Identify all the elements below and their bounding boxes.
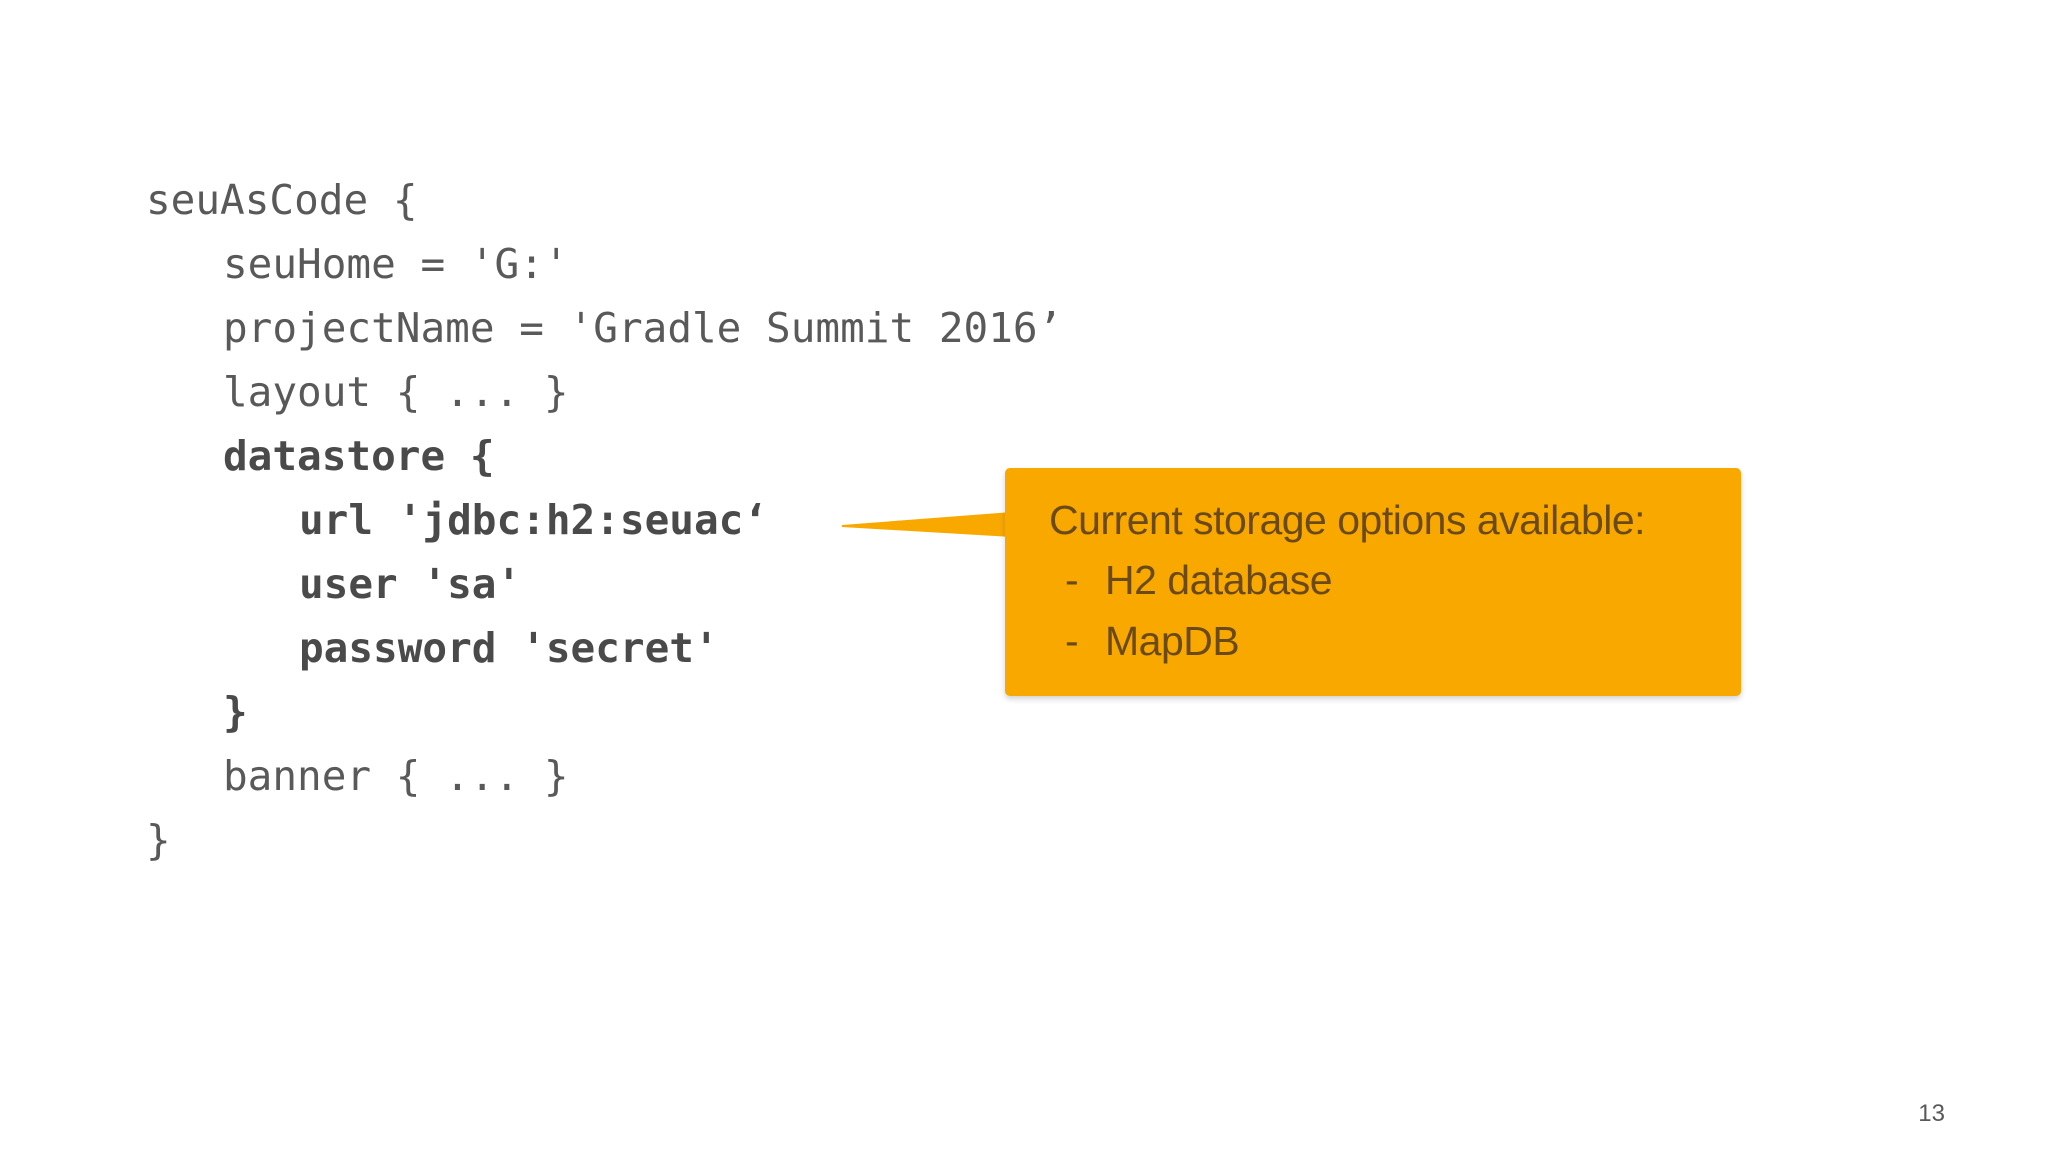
code-line-highlighted: url 'jdbc:h2:seuac‘ (299, 496, 768, 544)
list-item-label: H2 database (1105, 557, 1333, 603)
list-item-label: MapDB (1105, 618, 1240, 664)
page-number: 13 (1918, 1100, 1945, 1127)
callout-pointer (842, 512, 1012, 537)
code-line-highlighted: user 'sa' (299, 560, 522, 608)
code-line: banner { ... } (223, 752, 569, 800)
code-line: projectName = 'Gradle Summit 2016’ (223, 304, 1063, 352)
bullet-dash: - (1065, 618, 1079, 664)
bullet-dash: - (1065, 557, 1079, 603)
code-line: layout { ... } (223, 368, 569, 416)
code-line: seuAsCode { (146, 176, 418, 224)
code-block: seuAsCode { seuHome = 'G:' projectName =… (146, 168, 1062, 872)
list-item: -H2 database (1049, 550, 1711, 611)
storage-options-list: -H2 database -MapDB (1049, 550, 1711, 672)
storage-options-callout: Current storage options available: -H2 d… (1005, 468, 1741, 696)
code-line: seuHome = 'G:' (223, 240, 569, 288)
code-line: } (146, 816, 171, 864)
code-line-highlighted: } (223, 688, 248, 736)
list-item: -MapDB (1049, 611, 1711, 672)
code-line-highlighted: datastore { (223, 432, 495, 480)
code-line-highlighted: password 'secret' (299, 624, 719, 672)
callout-title: Current storage options available: (1049, 497, 1646, 543)
